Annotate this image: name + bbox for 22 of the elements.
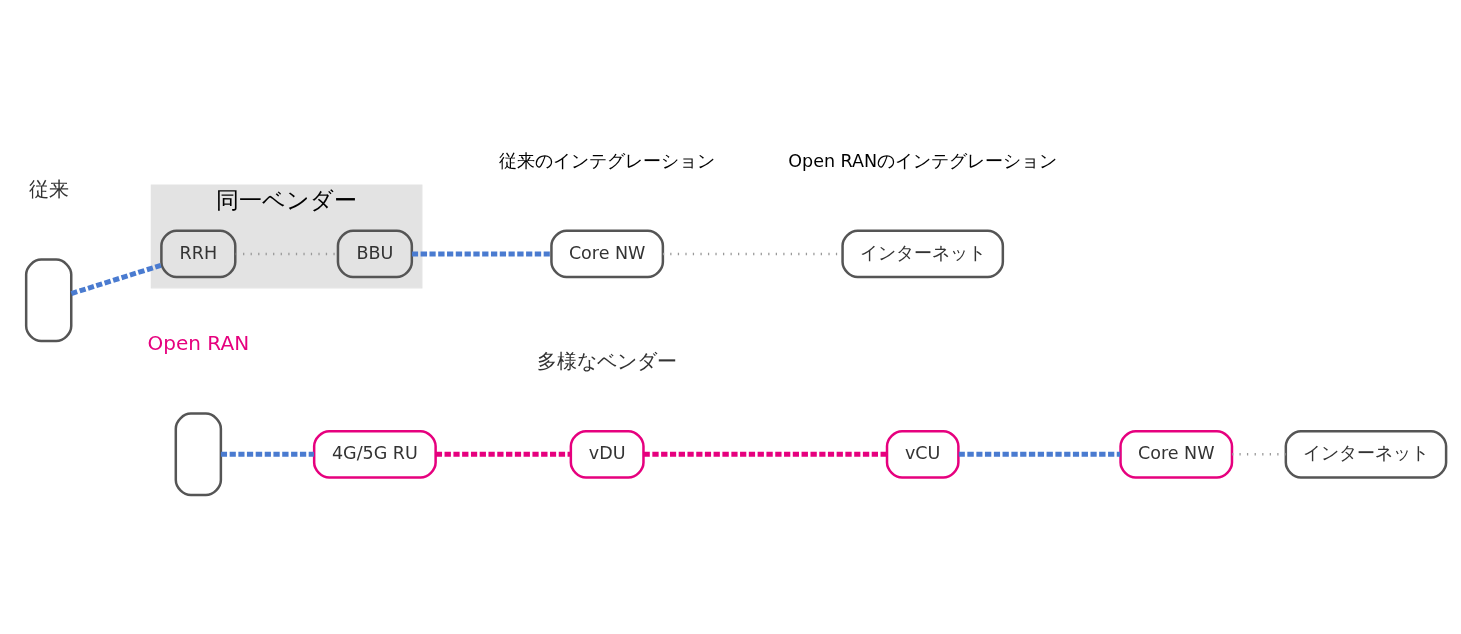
connector [220, 451, 314, 457]
node-box: 4G/5G RU [312, 429, 437, 479]
legend-label: 従来のインテグレーション [499, 150, 716, 171]
node-box: vCU [885, 429, 960, 479]
connector [435, 451, 571, 457]
node-box: インターネット [841, 229, 1005, 278]
label: Open RAN [147, 330, 250, 355]
node-box: RRH [160, 229, 237, 278]
node-box: vDU [569, 429, 645, 479]
node-phone [24, 257, 73, 342]
node-box: Core NW [550, 229, 665, 278]
label: 多様なベンダー [537, 348, 678, 373]
node-box: BBU [336, 229, 414, 278]
label: 従来 [28, 176, 69, 201]
connector [958, 451, 1121, 457]
connector [412, 250, 551, 256]
legend-label: Open RANのインテグレーション [788, 150, 1058, 171]
node-box: Core NW [1119, 429, 1234, 479]
connector [70, 262, 162, 296]
node-phone [174, 411, 223, 496]
connector [643, 451, 887, 457]
node-box: インターネット [1284, 429, 1448, 479]
